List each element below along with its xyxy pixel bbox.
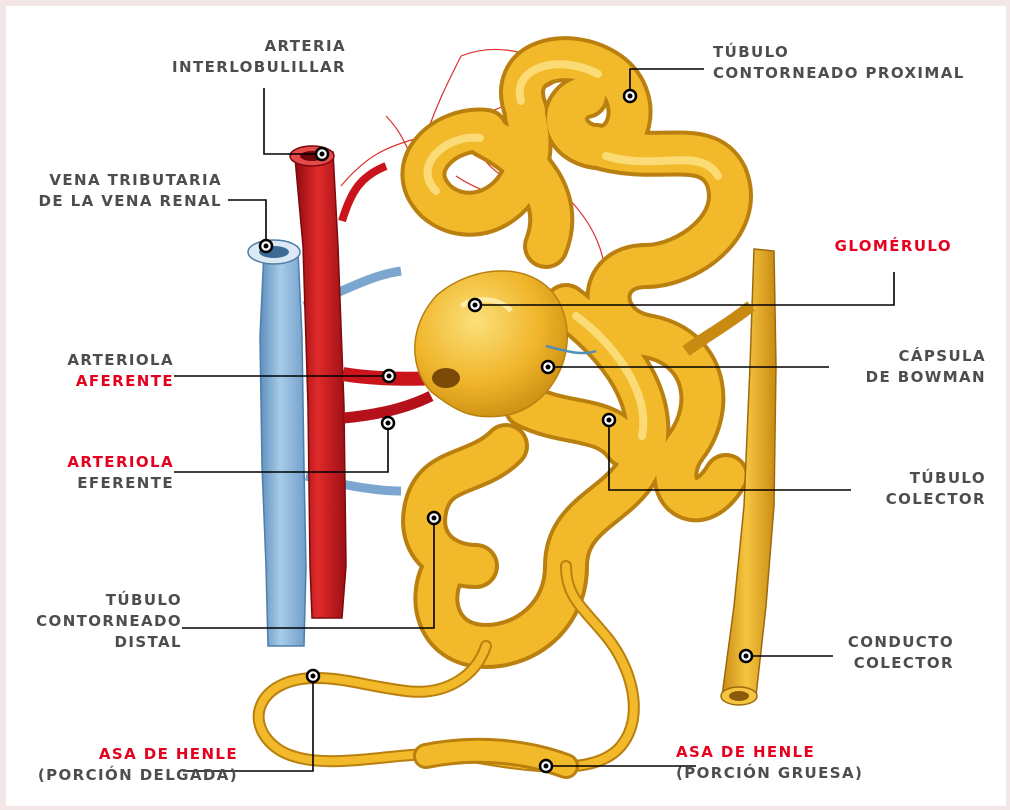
label-arteriola-aferente: ARTERIOLA AFERENTE	[67, 350, 174, 392]
label-vena-tributaria: VENA TRIBUTARIA DE LA VENA RENAL	[39, 170, 222, 212]
label-line-red: GLOMÉRULO	[835, 236, 952, 257]
label-conducto-colector: CONDUCTO COLECTOR	[848, 632, 954, 674]
label-line: DE LA VENA RENAL	[39, 191, 222, 212]
label-glomerulo: GLOMÉRULO	[835, 236, 952, 257]
nephron-illustration	[6, 6, 1006, 806]
label-capsula-bowman: CÁPSULA DE BOWMAN	[866, 346, 986, 388]
label-line: DISTAL	[36, 632, 182, 653]
label-arteria-interlobulillar: ARTERIA INTERLOBULILLAR	[172, 36, 346, 78]
label-line: DE BOWMAN	[866, 367, 986, 388]
label-asa-henle-gruesa: ASA DE HENLE (PORCIÓN GRUESA)	[676, 742, 863, 784]
label-line: CONDUCTO	[848, 632, 954, 653]
diagram-canvas: ARTERIA INTERLOBULILLAR VENA TRIBUTARIA …	[6, 6, 1006, 806]
label-line: CÁPSULA	[866, 346, 986, 367]
label-line: COLECTOR	[848, 653, 954, 674]
label-line-red: ASA DE HENLE	[38, 744, 238, 765]
label-line: TÚBULO	[36, 590, 182, 611]
label-line: COLECTOR	[886, 489, 986, 510]
label-line: ARTERIOLA	[67, 350, 174, 371]
label-line: TÚBULO	[713, 42, 965, 63]
label-arteriola-eferente: ARTERIOLA EFERENTE	[67, 452, 174, 494]
label-line-red: ASA DE HENLE	[676, 742, 863, 763]
label-tubulo-distal: TÚBULO CONTORNEADO DISTAL	[36, 590, 182, 653]
label-line: VENA TRIBUTARIA	[39, 170, 222, 191]
label-asa-henle-delgada: ASA DE HENLE (PORCIÓN DELGADA)	[38, 744, 238, 786]
label-tubulo-colector: TÚBULO COLECTOR	[886, 468, 986, 510]
label-line-red: ARTERIOLA	[67, 452, 174, 473]
label-line: TÚBULO	[886, 468, 986, 489]
label-line: EFERENTE	[67, 473, 174, 494]
label-line: (PORCIÓN DELGADA)	[38, 765, 238, 786]
label-line-red: AFERENTE	[67, 371, 174, 392]
label-line: ARTERIA	[172, 36, 346, 57]
label-line: (PORCIÓN GRUESA)	[676, 763, 863, 784]
label-line: INTERLOBULILLAR	[172, 57, 346, 78]
label-tubulo-proximal: TÚBULO CONTORNEADO PROXIMAL	[713, 42, 965, 84]
label-line: CONTORNEADO	[36, 611, 182, 632]
label-line: CONTORNEADO PROXIMAL	[713, 63, 965, 84]
